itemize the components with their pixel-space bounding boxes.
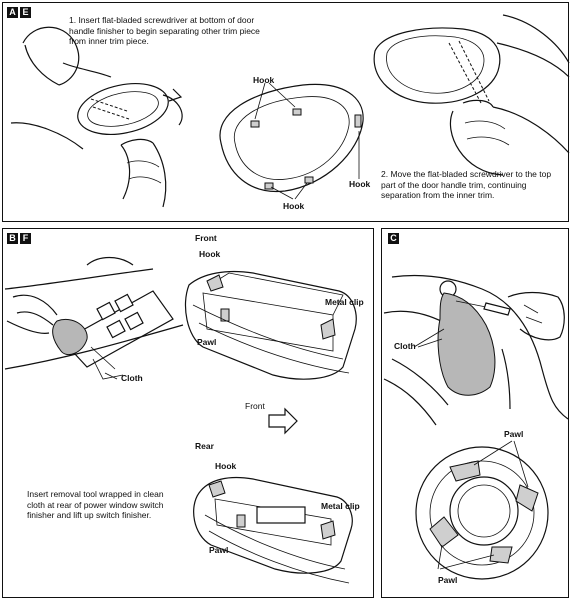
c-illustrations bbox=[383, 274, 569, 580]
switch-finisher-hand-illustration bbox=[4, 256, 184, 380]
front-arrow-label: Front bbox=[245, 401, 265, 411]
front-title: Front bbox=[195, 233, 217, 243]
label-hook-right: Hook bbox=[349, 179, 371, 189]
label-cloth-c: Cloth bbox=[394, 341, 416, 351]
badge-b: B bbox=[7, 233, 18, 244]
rear-title: Rear bbox=[195, 441, 214, 451]
label-pawl-c-bottom: Pawl bbox=[438, 575, 458, 585]
badge-c: C bbox=[388, 233, 399, 244]
label-rear-hook: Hook bbox=[215, 461, 237, 471]
panel-c: C bbox=[381, 228, 569, 598]
handle-finisher-right-illustration bbox=[373, 14, 570, 176]
step-1-text: 1. Insert flat-bladed screwdriver at bot… bbox=[69, 15, 260, 46]
panel-bf: B F Front Rear Front bbox=[2, 228, 374, 598]
label-rear-pawl: Pawl bbox=[209, 545, 229, 555]
top-illustrations bbox=[10, 14, 570, 208]
rear-switch-finisher-illustration bbox=[193, 476, 353, 584]
badge-f: F bbox=[20, 233, 31, 244]
label-front-pawl: Pawl bbox=[197, 337, 217, 347]
step-2-text: 2. Move the flat-bladed screwdriver to t… bbox=[381, 169, 552, 200]
front-arrow-icon bbox=[268, 407, 298, 435]
label-rear-metal-clip: Metal clip bbox=[321, 501, 360, 511]
door-speaker-cloth-illustration bbox=[383, 274, 569, 426]
bf-illustrations bbox=[4, 256, 357, 584]
label-pawl-c-top: Pawl bbox=[504, 429, 524, 439]
panel-top: A E 1. Insert flat-bladed screwdriver at… bbox=[2, 2, 570, 222]
label-hook-top: Hook bbox=[253, 75, 275, 85]
badge-e: E bbox=[20, 7, 31, 18]
label-cloth-bf: Cloth bbox=[121, 373, 143, 383]
handle-finisher-left-illustration bbox=[10, 26, 183, 208]
front-switch-finisher-illustration bbox=[184, 270, 357, 380]
speaker-ring-illustration bbox=[415, 440, 549, 580]
label-hook-bottom: Hook bbox=[283, 201, 305, 211]
badge-a: A bbox=[7, 7, 18, 18]
label-front-hook: Hook bbox=[199, 249, 221, 259]
label-front-metal-clip: Metal clip bbox=[325, 297, 364, 307]
trim-ring-illustration bbox=[219, 82, 364, 200]
instruction-text: Insert removal tool wrapped in clean clo… bbox=[27, 489, 164, 520]
